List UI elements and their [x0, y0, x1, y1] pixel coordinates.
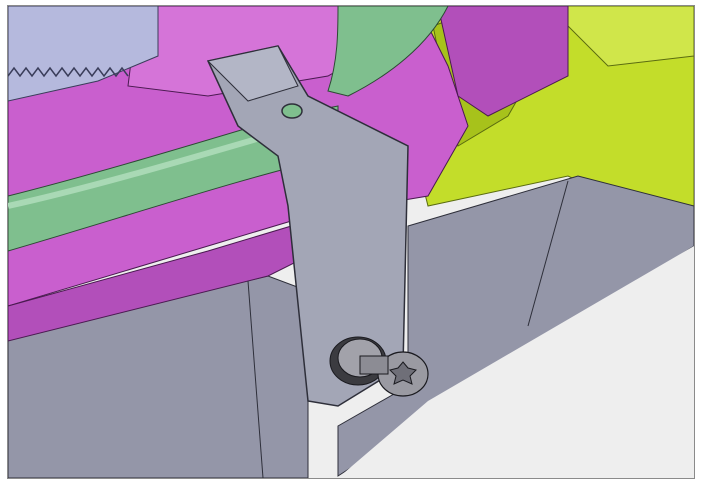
gray-bracket-top-face [206, 45, 299, 102]
blue-gray-trim [8, 6, 159, 102]
skirt-seam [247, 280, 264, 478]
gray-bracket [206, 45, 409, 407]
screw-shank [359, 355, 389, 375]
bracket-hole [281, 103, 303, 119]
skirt-seam-right [527, 180, 569, 327]
torx-icon [389, 361, 417, 385]
green-tube-upper [327, 6, 449, 97]
background-gap [338, 246, 694, 478]
cad-scene [8, 6, 694, 478]
cad-viewport[interactable] [7, 5, 695, 479]
magenta-housing-rim [437, 6, 569, 117]
serrated-edge [8, 66, 129, 78]
yellow-green-panel-inner [547, 6, 694, 67]
